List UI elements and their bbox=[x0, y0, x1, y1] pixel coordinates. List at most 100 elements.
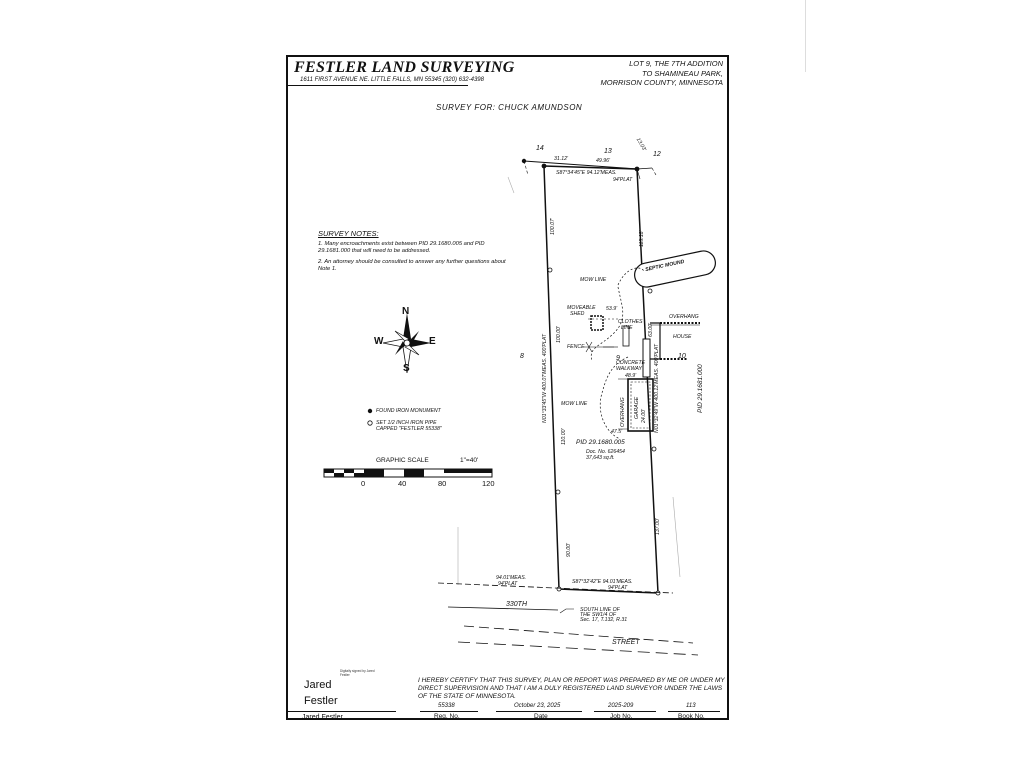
garage-outline bbox=[618, 378, 654, 432]
left-dist-2: 100.00' bbox=[556, 326, 562, 343]
book-number: 113 bbox=[686, 703, 696, 709]
top-bearing: S87°34'45"E 94.12'MEAS. bbox=[556, 170, 617, 176]
clothesline-label-1: CLOTHES bbox=[618, 319, 643, 325]
signature-fine-print: Digitally signed by Jared Festler bbox=[340, 669, 375, 677]
left-dist-1: 100.07' bbox=[550, 218, 556, 235]
lot-10: 10 bbox=[678, 353, 686, 360]
parcel-area: 37,643 sq.ft. bbox=[586, 455, 615, 461]
lot-8: 8 bbox=[520, 353, 524, 360]
walkway-label-2: WALKWAY bbox=[616, 366, 642, 372]
walkway-label-1: CONCRETE bbox=[616, 360, 646, 366]
legend-set-2: CAPPED "FESTLER 55338" bbox=[376, 426, 442, 432]
date-rule bbox=[496, 711, 582, 712]
legend-found: FOUND IRON MONUMENT bbox=[376, 408, 441, 414]
set-pipe-symbol bbox=[367, 420, 373, 426]
road-name-2: STREET bbox=[612, 639, 640, 646]
job-rule bbox=[594, 711, 656, 712]
firm-name: FESTLER LAND SURVEYING bbox=[294, 59, 515, 76]
legend-set-1: SET 1/2 INCH IRON PIPE bbox=[376, 420, 437, 426]
graphic-scale-bar bbox=[323, 468, 493, 478]
book-rule bbox=[668, 711, 720, 712]
road-name-1: 330TH bbox=[506, 601, 528, 608]
road-lines bbox=[437, 582, 699, 656]
doc-number: Doc. No. 626454 bbox=[586, 449, 625, 455]
right-bearing: N01°32'49"W 400.12'MEAS. 400'PLAT bbox=[654, 344, 660, 433]
title-rule bbox=[288, 85, 468, 86]
pid-main: PID 29.1680.005 bbox=[576, 439, 625, 446]
certification: I HEREBY CERTIFY THAT THIS SURVEY, PLAN … bbox=[418, 677, 725, 700]
shed-distance: 53.9' bbox=[606, 306, 618, 312]
clothesline-label-2: LINE bbox=[621, 325, 633, 331]
top-dist-1: 31.12' bbox=[554, 156, 568, 162]
adjacent-lot-lines bbox=[457, 160, 681, 585]
scale-tick-120: 120 bbox=[482, 479, 495, 488]
scale-ratio: 1"=40' bbox=[460, 457, 479, 464]
book-label: Book No. bbox=[678, 713, 705, 720]
signature-last: Festler bbox=[304, 695, 338, 707]
left-dist-4: 90.00' bbox=[566, 543, 572, 557]
south-line-2: THE SW1/4 OF bbox=[580, 612, 617, 618]
signature-printed: Jared Festler bbox=[302, 714, 343, 721]
date-label: Date bbox=[534, 713, 548, 720]
right-dist-3: 137.00' bbox=[655, 518, 661, 535]
plat-drawing bbox=[323, 158, 716, 656]
mow-line-label-2: MOW LINE bbox=[561, 401, 588, 407]
mow-lines bbox=[590, 267, 645, 440]
survey-for: SURVEY FOR: CHUCK AMUNDSON bbox=[436, 103, 583, 112]
right-dist-1: 115.18' bbox=[639, 230, 645, 247]
site-features bbox=[584, 315, 651, 378]
lot-line-2: TO SHAMINEAU PARK, bbox=[642, 68, 723, 78]
reg-label: Reg. No. bbox=[434, 713, 460, 720]
overhang-label-2: OVERHANG bbox=[620, 397, 626, 427]
compass-s: S bbox=[403, 363, 410, 374]
garage-dim: 24.00' bbox=[641, 409, 647, 423]
left-bearing: N01°33'45"W 400.07'MEAS. 400'PLAT bbox=[542, 334, 548, 423]
compass-e: E bbox=[429, 336, 436, 347]
right-dist-2: 63.00' bbox=[648, 323, 654, 337]
bottom-bearing: S87°32'42"E 94.01'MEAS. bbox=[572, 579, 633, 585]
lot-description: LOT 9, THE 7TH ADDITION TO SHAMINEAU PAR… bbox=[563, 59, 723, 88]
lot-14: 14 bbox=[536, 145, 544, 152]
bottom-left-meas: 94.01'MEAS. bbox=[496, 575, 527, 581]
bottom-plat: 94'PLAT bbox=[608, 585, 628, 591]
garage-label: GARAGE bbox=[634, 396, 640, 419]
found-monument-symbol bbox=[367, 408, 373, 414]
survey-sheet: FESTLER LAND SURVEYING 1611 FIRST AVENUE… bbox=[286, 55, 729, 721]
reg-number: 55338 bbox=[438, 703, 455, 709]
job-label: Job No. bbox=[610, 713, 633, 720]
lot-line-3: MORRISON COUNTY, MINNESOTA bbox=[600, 78, 723, 87]
mow-line-label-1: MOW LINE bbox=[580, 277, 607, 283]
scale-tick-0: 0 bbox=[361, 479, 366, 488]
dist-48: 48.9' bbox=[625, 373, 637, 379]
overhang-label-1: OVERHANG bbox=[669, 314, 699, 320]
scale-title: GRAPHIC SCALE bbox=[376, 457, 429, 464]
compass-rose-icon bbox=[382, 313, 431, 374]
margin-rule bbox=[805, 0, 806, 72]
lot-13: 13 bbox=[604, 148, 612, 155]
reg-rule bbox=[420, 711, 478, 712]
lot-line-1: LOT 9, THE 7TH ADDITION bbox=[629, 59, 723, 68]
south-line-3: Sec. 17, T.132, R.31 bbox=[580, 617, 628, 623]
shed-label-2: SHED bbox=[570, 311, 585, 317]
signature-rule bbox=[288, 711, 396, 712]
septic-mound bbox=[634, 250, 716, 288]
top-dist-2: 49.96' bbox=[596, 158, 610, 164]
signature-first: Jared bbox=[304, 679, 332, 691]
note-2: 2. An attorney should be consulted to an… bbox=[318, 259, 506, 272]
date-value: October 23, 2025 bbox=[514, 703, 561, 709]
south-line-1: SOUTH LINE OF bbox=[580, 607, 620, 613]
scale-tick-80: 80 bbox=[438, 479, 447, 488]
pid-east: PID 29.1681.000 bbox=[697, 364, 704, 413]
firm-address: 1611 FIRST AVENUE NE. LITTLE FALLS, MN 5… bbox=[300, 77, 484, 83]
dist-47: 47.5' bbox=[611, 429, 623, 435]
top-plat: 94'PLAT bbox=[613, 177, 633, 183]
fence-label: FENCE bbox=[567, 344, 585, 350]
lot-12: 12 bbox=[653, 151, 661, 158]
house-outline bbox=[650, 322, 700, 360]
bottom-left-plat: 94'PLAT bbox=[498, 581, 518, 587]
note-1: 1. Many encroachments exist between PID … bbox=[318, 241, 485, 254]
shed-label-1: MOVEABLE bbox=[567, 305, 596, 311]
left-dist-3: 110.00' bbox=[561, 428, 567, 445]
monuments bbox=[521, 158, 661, 596]
lot-9: 9 bbox=[616, 355, 620, 362]
